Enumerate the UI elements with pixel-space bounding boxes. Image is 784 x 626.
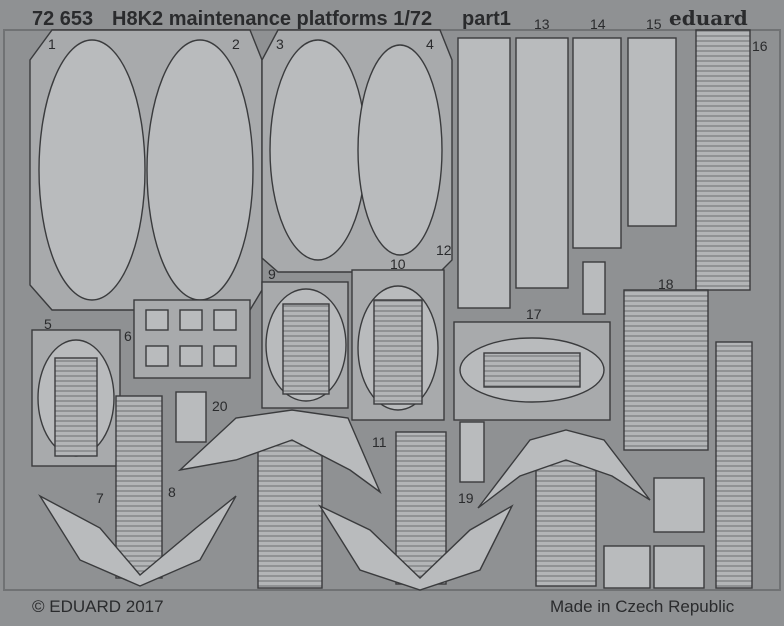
oval-platform-4 bbox=[357, 44, 443, 256]
ladder-part-13 bbox=[515, 37, 569, 289]
bracket-part-6c bbox=[213, 309, 237, 331]
rail-set-16-lower bbox=[715, 341, 753, 589]
bracket-part-6b bbox=[179, 309, 203, 331]
bracket-part-6d bbox=[145, 345, 169, 367]
bracket-part-6e bbox=[179, 345, 203, 367]
platform-9-treads bbox=[282, 303, 330, 395]
part-number-1: 1 bbox=[48, 36, 56, 52]
part-number-19: 19 bbox=[458, 490, 474, 506]
catalog-number: 72 653 bbox=[32, 8, 94, 30]
stand-part-19 bbox=[477, 429, 651, 509]
brand-logo-text: eduard bbox=[669, 6, 748, 30]
part-20-f bbox=[653, 545, 705, 589]
part-number-7: 7 bbox=[96, 490, 104, 506]
part-20-b bbox=[175, 391, 207, 443]
part-20-a bbox=[582, 261, 606, 315]
part-number-6: 6 bbox=[124, 328, 132, 344]
stand-part-8 bbox=[177, 409, 382, 495]
part-number-20: 20 bbox=[212, 398, 228, 414]
platform-17-treads bbox=[483, 352, 581, 388]
part-number-4: 4 bbox=[426, 36, 434, 52]
part-number-2: 2 bbox=[232, 36, 240, 52]
part-number-16: 16 bbox=[752, 38, 768, 54]
part-number-13: 13 bbox=[534, 16, 550, 32]
bracket-part-6f bbox=[213, 345, 237, 367]
stand-ladder-left bbox=[115, 395, 163, 579]
stand-part-7 bbox=[38, 494, 237, 587]
oval-platform-2 bbox=[146, 39, 254, 301]
ladder-part-14 bbox=[572, 37, 622, 249]
part-label: part1 bbox=[462, 8, 511, 30]
oval-platform-1 bbox=[38, 39, 146, 301]
part-20-e bbox=[603, 545, 651, 589]
part-number-12: 12 bbox=[436, 242, 452, 258]
platform-10-treads bbox=[373, 299, 423, 405]
rail-set-16-upper bbox=[695, 29, 751, 291]
fret-title: H8K2 maintenance platforms 1/72 bbox=[112, 8, 433, 30]
part-number-14: 14 bbox=[590, 16, 606, 32]
ladder-part-12 bbox=[457, 37, 511, 309]
part-number-11: 11 bbox=[372, 434, 387, 450]
copyright: © EDUARD 2017 bbox=[32, 597, 164, 616]
part-20-d bbox=[653, 477, 705, 533]
part-20-c bbox=[459, 421, 485, 483]
part-number-5: 5 bbox=[44, 316, 52, 332]
part-number-10: 10 bbox=[390, 256, 406, 272]
bracket-part-6a bbox=[145, 309, 169, 331]
part-number-8: 8 bbox=[168, 484, 176, 500]
part-number-15: 15 bbox=[646, 16, 662, 32]
part-number-17: 17 bbox=[526, 306, 542, 322]
stand-part-11 bbox=[318, 504, 514, 591]
oval-platform-3 bbox=[269, 39, 367, 261]
part-number-18: 18 bbox=[658, 276, 674, 292]
platform-5-treads bbox=[54, 357, 98, 457]
country-of-origin: Made in Czech Republic bbox=[550, 597, 735, 616]
ladder-part-15 bbox=[627, 37, 677, 227]
rail-set-18 bbox=[623, 289, 709, 451]
part-number-9: 9 bbox=[268, 266, 276, 282]
part-number-3: 3 bbox=[276, 36, 284, 52]
